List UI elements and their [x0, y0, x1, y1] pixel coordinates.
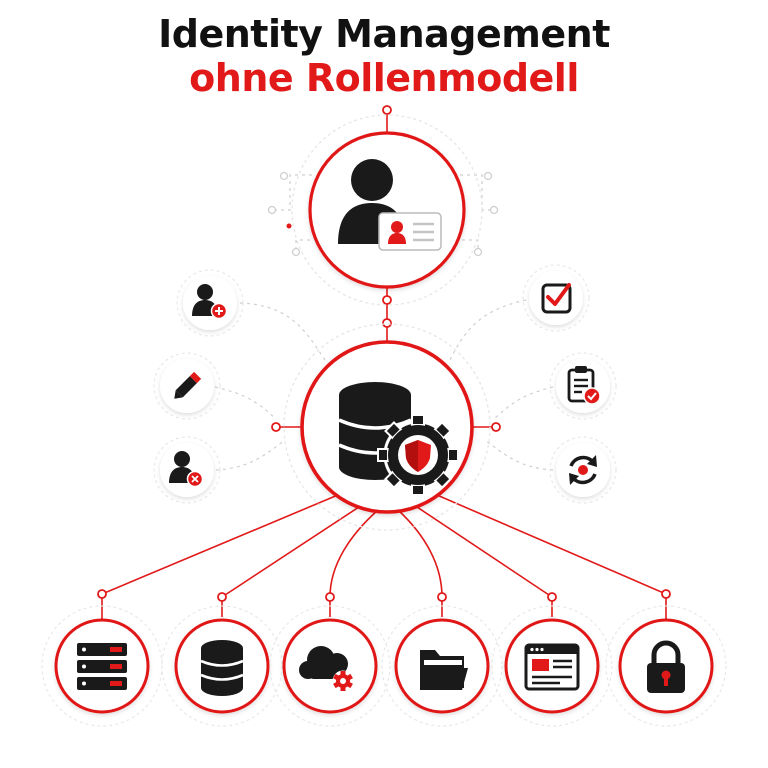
- folder-icon: [420, 650, 468, 690]
- resource-server[interactable]: [41, 605, 163, 727]
- web-application-icon: [524, 643, 580, 691]
- action-remove-user[interactable]: [153, 436, 221, 504]
- connector-sync: [484, 439, 554, 471]
- action-add-user[interactable]: [176, 269, 244, 337]
- branch-padlock: [429, 491, 667, 620]
- edit-pencil-icon: [174, 371, 202, 399]
- resource-database[interactable]: [161, 605, 283, 727]
- decorative-connectors: [214, 174, 554, 471]
- database-gear-shield-icon: [338, 382, 459, 496]
- server-rack-icon: [77, 643, 127, 690]
- accent-dot: [286, 223, 292, 229]
- branch-cloud: [329, 509, 379, 617]
- database-icon: [200, 640, 244, 696]
- resource-web-app[interactable]: [491, 605, 613, 727]
- cloud-settings-icon: [299, 646, 354, 692]
- connector-remove-user: [215, 439, 286, 471]
- connector-end-dots: [97, 105, 671, 602]
- add-user-icon: [192, 284, 228, 320]
- identity-circuit-right: [460, 174, 494, 211]
- branch-folder: [397, 509, 443, 617]
- identity-node: [291, 114, 483, 306]
- checkbox-checked-icon: [541, 283, 572, 314]
- connector-checkbox: [449, 299, 527, 361]
- connector-clipboard: [494, 386, 554, 419]
- title-line-2: ohne Rollenmodell: [189, 56, 579, 100]
- connector-edit: [214, 386, 276, 419]
- resource-cloud[interactable]: [269, 605, 391, 727]
- resource-padlock[interactable]: [605, 605, 727, 727]
- circuit-dots: [267, 171, 499, 257]
- remove-user-icon: [169, 451, 204, 488]
- user-id-card-icon: [338, 159, 442, 251]
- clipboard-check-icon: [567, 366, 601, 405]
- action-clipboard[interactable]: [549, 352, 617, 420]
- branch-database: [221, 504, 363, 617]
- connector-add-user: [239, 302, 326, 361]
- identity-circuit-left: [272, 174, 312, 211]
- title-line-1: Identity Management: [158, 12, 610, 56]
- sync-cycle-icon: [569, 455, 597, 485]
- padlock-icon: [647, 640, 685, 693]
- core-node: [283, 323, 491, 531]
- action-checkbox[interactable]: [522, 264, 590, 332]
- resource-folder[interactable]: [381, 605, 503, 727]
- action-edit[interactable]: [153, 352, 221, 420]
- action-sync[interactable]: [549, 436, 617, 504]
